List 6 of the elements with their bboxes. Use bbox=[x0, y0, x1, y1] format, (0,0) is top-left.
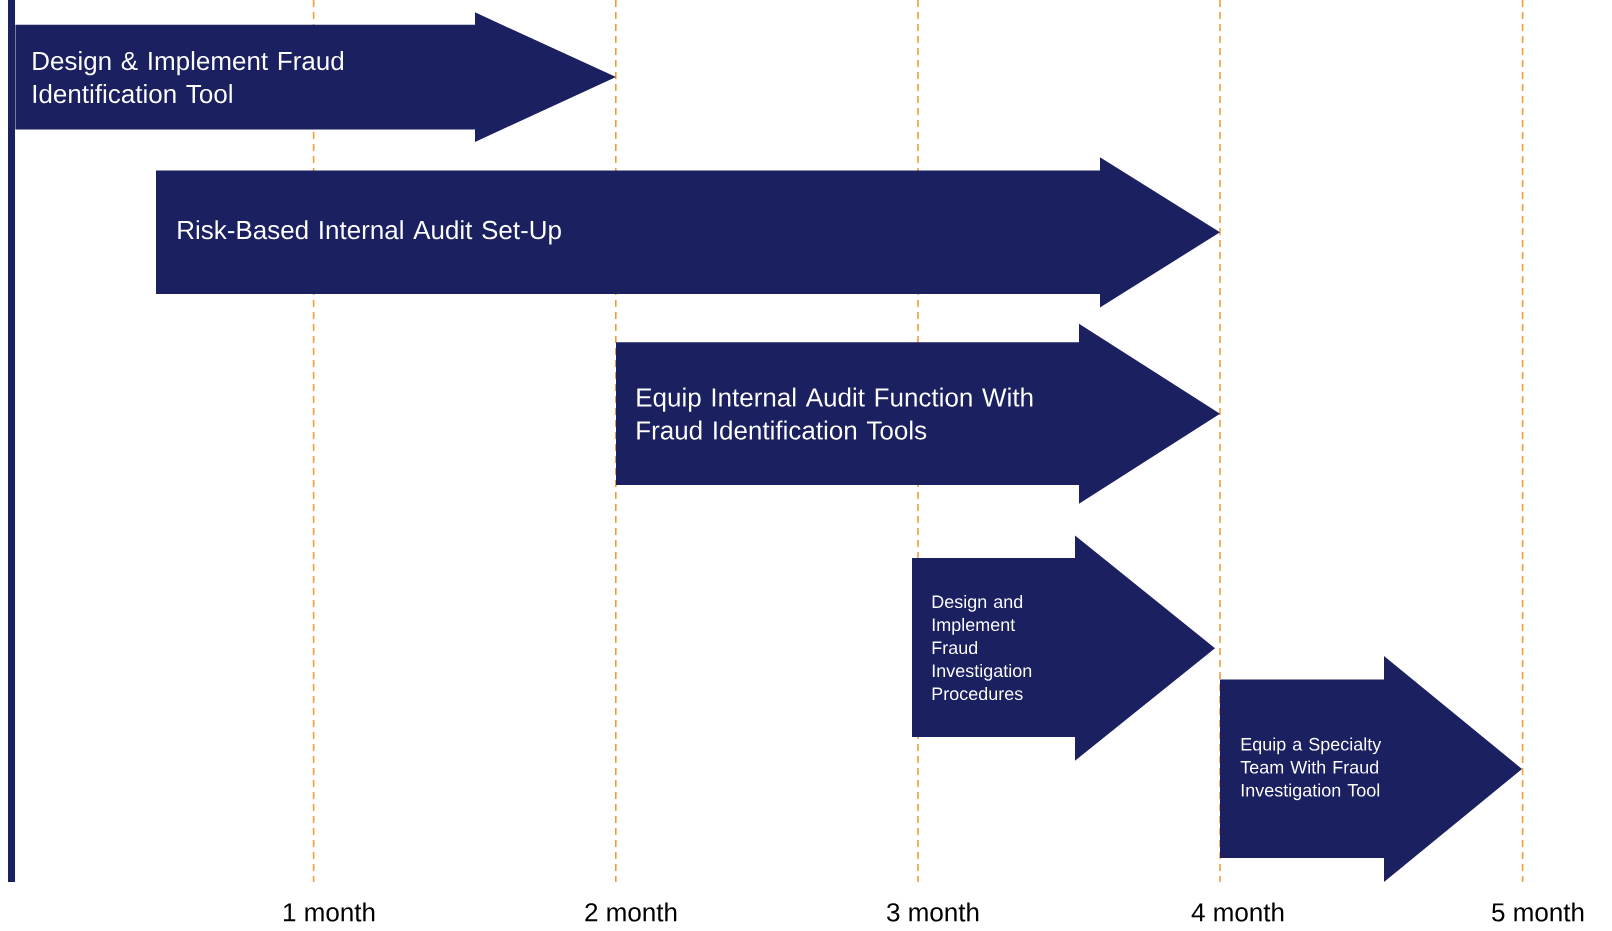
node-label: Design & Implement Fraud Identification Tool bbox=[33, 51, 344, 104]
month-label: 5 month bbox=[1492, 902, 1584, 922]
month-label: 1 month bbox=[284, 902, 375, 922]
month-label: 4 month bbox=[1191, 902, 1284, 922]
month-label: 3 month bbox=[887, 902, 979, 922]
month-label: 2 month bbox=[585, 902, 677, 922]
